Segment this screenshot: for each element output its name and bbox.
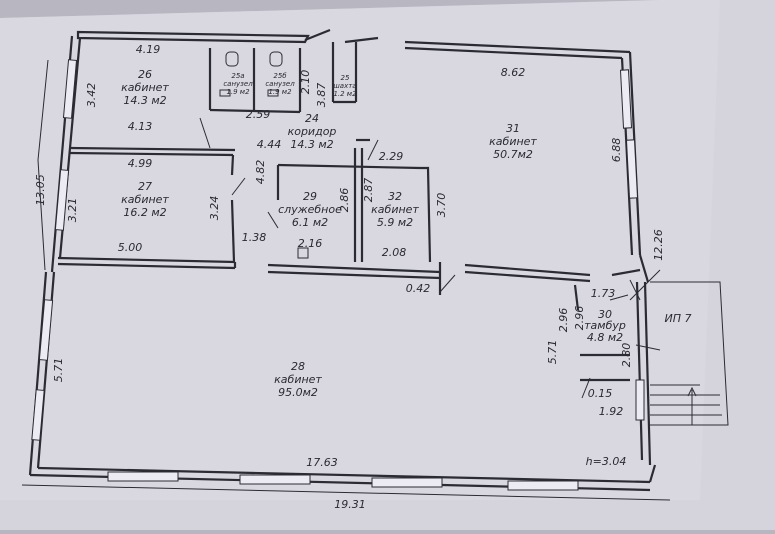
exit-stairs: [629, 269, 729, 426]
dim-0-15: 0.15: [588, 387, 613, 400]
dim-4-99: 4.99: [128, 157, 153, 170]
room-32-number: 32: [388, 190, 402, 203]
room-30-number: 30: [598, 308, 612, 321]
windows: [31, 59, 645, 491]
dim-1-38: 1.38: [242, 231, 267, 244]
dim-4-19: 4.19: [136, 43, 161, 56]
room-26-area: 14.3 м2: [123, 94, 166, 107]
room-25a-area: 1.9 м2: [226, 88, 250, 96]
room-24-number: 24: [305, 112, 319, 125]
dim-2-96-a: 2.96: [557, 308, 570, 333]
dim-2-87: 2.87: [362, 178, 375, 203]
exit-label: ИП 7: [665, 312, 692, 325]
room-26-number: 26: [138, 68, 152, 81]
dim-2-86: 2.86: [338, 188, 351, 213]
room-31-number: 31: [506, 122, 520, 135]
room-25-name: шахта: [333, 82, 356, 90]
dimension-lines: [21, 59, 671, 501]
room-31-name: кабинет: [489, 135, 537, 148]
dim-19-31: 19.31: [334, 498, 366, 511]
dim-4-44: 4.44: [257, 138, 282, 151]
dim-1-92: 1.92: [599, 405, 624, 418]
dim-2-08: 2.08: [382, 246, 407, 259]
sanitary-fixtures: [219, 51, 309, 259]
dim-3-87: 3.87: [315, 83, 328, 108]
dim-3-24: 3.24: [208, 196, 221, 221]
dim-3-70: 3.70: [435, 193, 448, 218]
room-labels: 26 кабинет 14.3 м2 25а санузел 1.9 м2 25…: [121, 68, 691, 399]
room-25a-name: санузел: [223, 80, 253, 88]
dim-2-10: 2.10: [299, 70, 312, 95]
room-28-area: 95.0м2: [278, 386, 318, 399]
room-25b-number: 25б: [273, 72, 287, 80]
room-25-number: 25: [341, 74, 350, 82]
room-31-area: 50.7м2: [493, 148, 533, 161]
dim-8-62: 8.62: [501, 66, 526, 79]
dim-2-29: 2.29: [379, 150, 404, 163]
room-28-number: 28: [291, 360, 305, 373]
room-27-area: 16.2 м2: [123, 206, 166, 219]
room-28-name: кабинет: [274, 373, 322, 386]
room-29-name: служебное: [278, 203, 342, 216]
room-26-name: кабинет: [121, 81, 169, 94]
room-25-area: 1.2 м2: [333, 90, 357, 98]
dim-2-16: 2.16: [298, 237, 323, 250]
room-30-area: 4.8 м2: [587, 331, 623, 344]
dim-6-88: 6.88: [610, 138, 623, 163]
room-32-area: 5.9 м2: [377, 216, 413, 229]
dim-3-21: 3.21: [66, 198, 79, 223]
dim-4-13: 4.13: [128, 120, 153, 133]
dim-4-82: 4.82: [254, 160, 267, 185]
dim-2-80: 2.80: [620, 343, 633, 368]
dim-1-73: 1.73: [591, 287, 616, 300]
dim-5-00: 5.00: [118, 241, 143, 254]
room-32-name: кабинет: [371, 203, 419, 216]
dim-13-05: 13.05: [34, 174, 47, 206]
room-27-name: кабинет: [121, 193, 169, 206]
dimension-labels: 4.19 3.42 4.13 2.59 2.10 3.87 8.62 4.44 …: [34, 43, 665, 511]
height-note: h=3.04: [586, 455, 627, 468]
dim-17-63: 17.63: [306, 456, 338, 469]
dim-2-59: 2.59: [246, 108, 271, 121]
room-30-name: тамбур: [584, 319, 626, 332]
dim-12-26: 12.26: [652, 229, 665, 261]
dim-2-96-b: 2.96: [573, 306, 586, 331]
dim-5-71-right: 5.71: [546, 340, 559, 365]
room-25a-number: 25а: [231, 72, 244, 80]
dim-3-42: 3.42: [85, 83, 98, 108]
room-27-number: 27: [138, 180, 152, 193]
room-29-number: 29: [303, 190, 317, 203]
room-24-area: 14.3 м2: [290, 138, 333, 151]
room-24-name: коридор: [288, 125, 337, 138]
door-swings: [199, 117, 661, 399]
room-29-area: 6.1 м2: [292, 216, 328, 229]
dim-5-71-left: 5.71: [52, 358, 65, 383]
room-25b-area: 1.9 м2: [268, 88, 292, 96]
room-25b-name: санузел: [265, 80, 295, 88]
dim-0-42: 0.42: [406, 282, 431, 295]
internal-walls: [57, 36, 641, 382]
